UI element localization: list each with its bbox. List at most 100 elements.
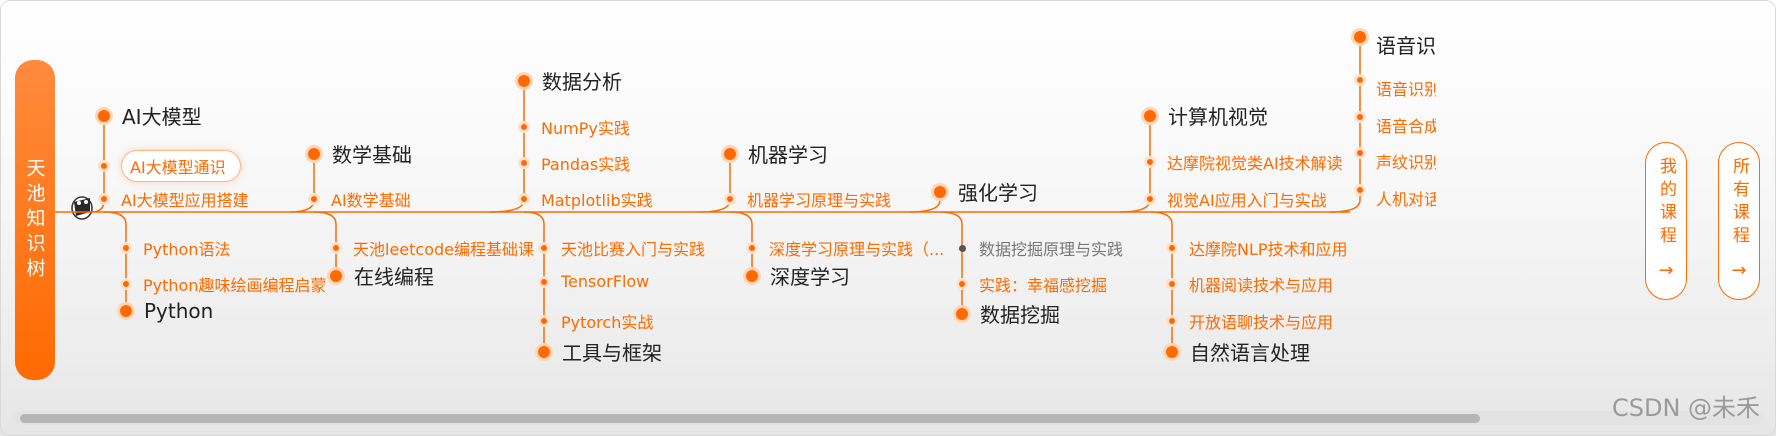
course-pytorch[interactable]: Pytorch实战 <box>541 309 653 333</box>
course-dot-icon <box>521 160 527 166</box>
speech-topic-clip: 语音识 <box>1520 30 1620 220</box>
knowledge-tree-tab[interactable]: 天池知识树 <box>15 60 55 380</box>
course-voiceprint[interactable]: 声纹识别 <box>1376 153 1436 172</box>
topic-dot-icon <box>538 345 550 358</box>
topic-title: 强化学习 <box>958 181 1038 205</box>
course-damo-vision[interactable]: 达摩院视觉类AI技术解读 <box>1147 150 1343 174</box>
topic-title: AI大模型 <box>122 105 202 129</box>
course-dot-icon <box>959 244 966 252</box>
topic-dot-icon <box>1354 31 1366 43</box>
topic-nlp[interactable]: 自然语言处理 <box>1166 337 1310 366</box>
topic-deep-learning[interactable]: 深度学习 <box>746 261 850 290</box>
course-ai-model-basics[interactable]: AI大模型通识 <box>101 150 241 182</box>
course-open-chat[interactable]: 开放语聊技术与应用 <box>1169 309 1333 333</box>
course-dot-icon <box>1357 150 1363 156</box>
course-label: NumPy实践 <box>541 119 630 138</box>
course-ai-math[interactable]: AI数学基础 <box>311 187 411 211</box>
topic-dot-icon <box>330 269 342 282</box>
course-numpy[interactable]: NumPy实践 <box>521 115 630 139</box>
all-courses-label: 所有课程 <box>1729 157 1749 249</box>
course-dot-icon <box>1357 77 1363 83</box>
course-matplotlib[interactable]: Matplotlib实践 <box>521 187 653 211</box>
topic-title-speech[interactable]: 语音识 <box>1376 34 1436 58</box>
course-leetcode[interactable]: 天池leetcode编程基础课 <box>333 236 534 260</box>
course-label: 天池比赛入门与实践 <box>561 240 706 259</box>
course-dot-icon <box>1169 245 1175 251</box>
topic-data-analysis[interactable]: 数据分析 <box>518 66 622 95</box>
course-reading-comprehension[interactable]: 机器阅读技术与应用 <box>1169 272 1333 296</box>
topic-python[interactable]: Python <box>120 299 213 323</box>
course-label: Python趣味绘画编程启蒙 <box>143 276 327 295</box>
topic-title: 在线编程 <box>354 265 434 289</box>
course-damo-nlp[interactable]: 达摩院NLP技术和应用 <box>1169 236 1348 260</box>
speech-dot-4 <box>1357 187 1377 193</box>
topic-math-basics[interactable]: 数学基础 <box>308 139 412 168</box>
topic-title: 数据分析 <box>542 70 622 94</box>
course-dot-icon <box>1147 196 1153 202</box>
topic-dot-icon <box>1166 345 1178 358</box>
course-python-drawing[interactable]: Python趣味绘画编程启蒙 <box>123 272 326 296</box>
course-label: Pandas实践 <box>541 155 631 174</box>
course-label: AI大模型应用搭建 <box>121 191 249 210</box>
topic-title: 数据挖掘 <box>980 303 1060 327</box>
course-ml-principles[interactable]: 机器学习原理与实践 <box>727 187 891 211</box>
topic-title: 自然语言处理 <box>1190 341 1310 365</box>
course-dl-principles[interactable]: 深度学习原理与实践（... <box>749 236 944 260</box>
topic-tools-frameworks[interactable]: 工具与框架 <box>538 337 662 366</box>
topic-title: 数学基础 <box>332 143 412 167</box>
my-courses-button[interactable]: 我的课程 → <box>1645 142 1687 300</box>
topic-title: Python <box>144 299 214 323</box>
topic-dot-icon <box>518 74 530 87</box>
topic-dot-icon <box>956 307 968 320</box>
topic-title: 计算机视觉 <box>1168 105 1268 129</box>
course-dot-icon <box>1169 281 1175 287</box>
topic-reinforcement-learning[interactable]: 强化学习 <box>934 177 1038 206</box>
topic-title: 深度学习 <box>770 265 850 289</box>
course-label: 达摩院NLP技术和应用 <box>1189 240 1348 259</box>
course-tensorflow[interactable]: TensorFlow <box>541 272 649 291</box>
course-dot-icon <box>521 196 527 202</box>
topic-dot-icon <box>724 147 736 160</box>
course-label: Matplotlib实践 <box>541 191 653 210</box>
course-tianchi-competition[interactable]: 天池比赛入门与实践 <box>541 236 705 260</box>
course-dot-icon <box>749 245 755 251</box>
topic-dot-icon <box>934 185 946 198</box>
course-label: AI数学基础 <box>331 191 411 210</box>
all-courses-button[interactable]: 所有课程 → <box>1718 142 1760 300</box>
course-pandas[interactable]: Pandas实践 <box>521 151 630 175</box>
course-label: Python语法 <box>143 240 231 259</box>
course-speech-synthesis[interactable]: 语音合成 <box>1376 117 1436 136</box>
topic-dot-icon <box>308 147 320 160</box>
course-label: 天池leetcode编程基础课 <box>353 240 534 259</box>
course-dot-icon <box>333 245 339 251</box>
course-vision-ai-app[interactable]: 视觉AI应用入门与实战 <box>1147 187 1327 211</box>
speech-dot-3 <box>1357 150 1377 156</box>
topic-machine-learning[interactable]: 机器学习 <box>724 139 828 168</box>
topic-ai-large-model[interactable]: AI大模型 <box>98 101 202 130</box>
topic-title: 工具与框架 <box>562 341 662 365</box>
topic-dot-icon <box>1144 109 1156 122</box>
topic-data-mining[interactable]: 数据挖掘 <box>956 299 1060 328</box>
topic-dot-icon <box>746 269 758 282</box>
topic-online-coding[interactable]: 在线编程 <box>330 261 434 290</box>
course-dot-icon <box>959 281 965 287</box>
course-label: 数据挖掘原理与实践 <box>979 240 1124 259</box>
course-label: AI大模型通识 <box>121 150 241 182</box>
course-data-mining-principles[interactable]: 数据挖掘原理与实践 <box>959 236 1123 260</box>
course-python-syntax[interactable]: Python语法 <box>123 236 230 260</box>
arrow-right-icon: → <box>1731 260 1747 281</box>
course-label: 机器阅读技术与应用 <box>1189 276 1334 295</box>
course-happiness-mining[interactable]: 实践：幸福感挖掘 <box>959 272 1107 296</box>
course-dialogue[interactable]: 人机对话 <box>1376 190 1436 209</box>
course-dot-icon <box>101 196 107 202</box>
topic-speech-dot <box>1354 31 1378 43</box>
topic-computer-vision[interactable]: 计算机视觉 <box>1144 101 1268 130</box>
course-label: 达摩院视觉类AI技术解读 <box>1167 154 1343 173</box>
course-ai-model-app[interactable]: AI大模型应用搭建 <box>101 187 249 211</box>
course-dot-icon <box>101 163 107 169</box>
horizontal-scrollbar-thumb[interactable] <box>20 414 1480 423</box>
course-speech-recognition[interactable]: 语音识别 <box>1376 80 1436 99</box>
course-label: 机器学习原理与实践 <box>747 191 892 210</box>
topic-title: 机器学习 <box>748 143 828 167</box>
